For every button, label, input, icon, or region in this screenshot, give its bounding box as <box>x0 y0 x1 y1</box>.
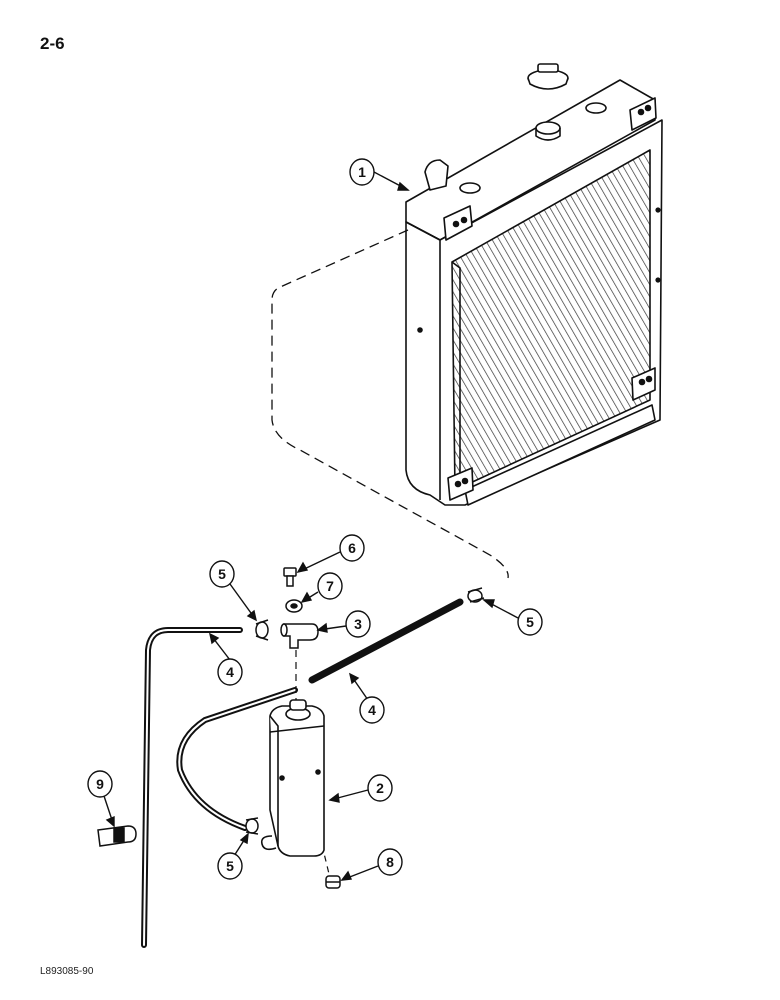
elbow-fitting <box>280 623 319 649</box>
bolt <box>283 567 297 587</box>
callout-3: 3 <box>316 610 371 638</box>
svg-text:9: 9 <box>96 776 104 792</box>
drain-cap <box>325 875 341 889</box>
svg-text:3: 3 <box>354 616 362 632</box>
svg-text:4: 4 <box>226 664 234 680</box>
dashed-leader <box>271 229 509 579</box>
hose-clamp <box>467 587 485 603</box>
svg-text:6: 6 <box>348 540 356 556</box>
hose-clamp <box>255 619 269 641</box>
svg-text:5: 5 <box>526 614 534 630</box>
radiator-cap <box>527 63 569 90</box>
svg-text:4: 4 <box>368 702 376 718</box>
callout-5: 5 <box>482 599 543 636</box>
overflow-bottle <box>260 699 325 857</box>
callout-7: 7 <box>300 572 343 604</box>
callout-8: 8 <box>340 848 403 881</box>
svg-text:2: 2 <box>376 780 384 796</box>
callout-4: 4 <box>348 672 385 724</box>
svg-text:7: 7 <box>326 578 334 594</box>
callout-5: 5 <box>209 560 258 622</box>
callout-6: 6 <box>296 534 365 574</box>
figure-code: L893085-90 <box>40 966 94 977</box>
radiator <box>405 79 663 506</box>
svg-text:8: 8 <box>386 854 394 870</box>
hose-clamp <box>245 817 259 835</box>
hoses <box>141 598 464 948</box>
callout-1: 1 <box>349 158 410 191</box>
page-number: 2-6 <box>40 34 65 53</box>
callout-4: 4 <box>208 632 243 686</box>
svg-text:1: 1 <box>358 164 366 180</box>
hose-clip <box>97 825 137 847</box>
svg-text:5: 5 <box>226 858 234 874</box>
svg-text:5: 5 <box>218 566 226 582</box>
callout-5: 5 <box>217 832 249 880</box>
callout-9: 9 <box>87 770 115 828</box>
washer <box>285 599 303 613</box>
callout-2: 2 <box>328 774 393 803</box>
